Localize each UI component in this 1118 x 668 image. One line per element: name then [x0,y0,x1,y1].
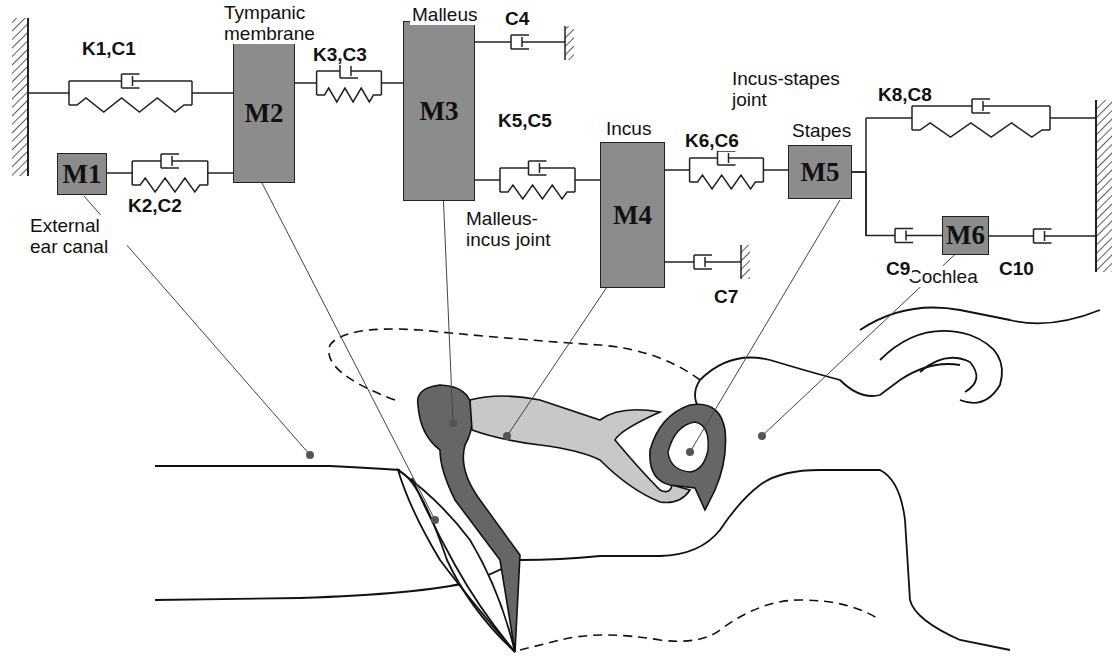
ground-wall [565,26,574,60]
stapes-bone [650,404,726,510]
parameter-label: C10 [997,258,1036,279]
part-name: Cochlea [906,266,980,287]
mass-label: M6 [946,220,985,251]
spring-damper-link [852,172,942,243]
mass-label: M5 [801,157,840,188]
mass-label: M1 [63,159,102,190]
parameter-label: C9 [884,258,912,279]
parameter-label: K5,C5 [496,110,554,131]
mass-label: M4 [613,200,652,231]
mass-block: M2 [233,43,295,183]
ground-wall [741,245,750,279]
leader-dot [306,419,766,524]
mass-block: M4 [600,142,665,288]
part-name: Malleus [410,4,479,25]
spring-damper-link [107,154,233,192]
ground-wall [12,18,28,176]
part-name: Stapes [790,120,853,141]
leader-line [84,120,965,520]
part-name: Tympanic membrane [222,2,336,44]
spring-damper-link [665,151,788,189]
part-name: Malleus- incus joint [464,208,573,250]
part-name: External ear canal [28,215,127,257]
mass-block: M5 [788,145,852,199]
mass-label: M3 [420,96,459,127]
ground-wall [1096,100,1112,272]
parameter-label: K3,C3 [311,44,369,65]
parameter-label: K2,C2 [126,195,184,216]
spring-damper-link [295,64,403,102]
anatomy-outline [155,308,1100,651]
mass-label: M2 [245,98,284,129]
parameter-label: K6,C6 [683,130,741,151]
spring-damper-link [475,161,600,199]
parameter-label: K8,C8 [876,84,934,105]
mass-block: M3 [403,21,475,201]
mass-block: M1 [57,153,107,195]
parameter-label: C7 [712,286,740,307]
parameter-label: C4 [503,8,531,29]
mass-block: M6 [942,216,989,255]
part-name: Incus [604,118,653,139]
part-name: Incus-stapes joint [730,68,844,110]
parameter-label: K1,C1 [80,38,138,59]
